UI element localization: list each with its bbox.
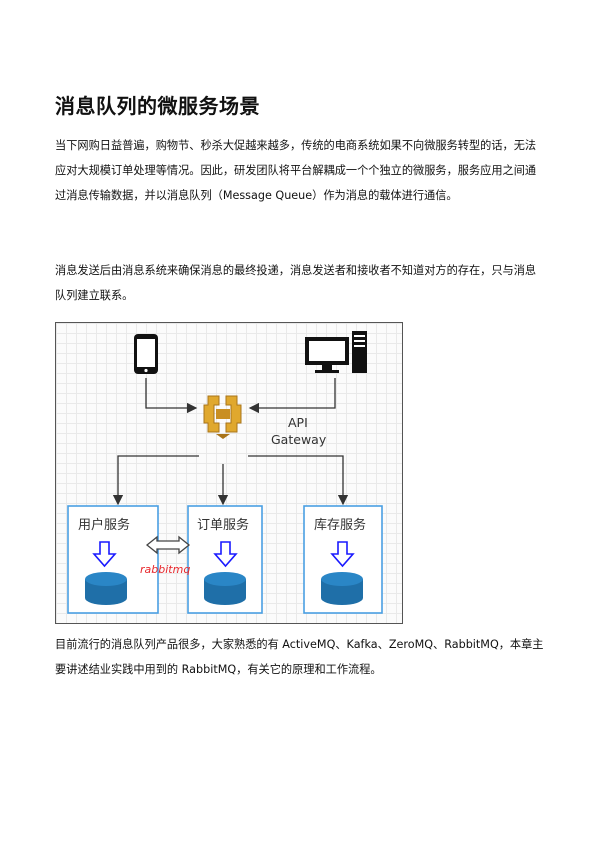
delivery-paragraph: 消息发送后由消息系统来确保消息的最终投递，消息发送者和接收者不知道对方的存在，只…: [55, 264, 537, 302]
gateway-to-inventory-arrow: [248, 455, 349, 506]
double-arrow-icon: [145, 535, 191, 555]
inventory-database-icon: [321, 572, 363, 605]
desktop-computer-icon: [305, 331, 367, 373]
order-database-icon: [204, 572, 246, 605]
gateway-label-line1: API: [288, 415, 308, 430]
page-title: 消息队列的微服务场景: [55, 94, 260, 118]
phone-to-gateway-arrow: [145, 378, 198, 414]
api-gateway-icon: [203, 395, 242, 439]
microservice-diagram: API Gateway 用户服务 订单服务 库存服务: [55, 322, 403, 624]
service-order-label: 订单服务: [197, 517, 249, 533]
inventory-down-arrow-icon: [330, 541, 355, 568]
service-user-label: 用户服务: [78, 517, 130, 533]
smartphone-icon: [134, 334, 158, 374]
gateway-to-user-arrow: [112, 455, 199, 506]
desktop-to-gateway-arrow: [248, 378, 336, 414]
rabbitmq-label: rabbitmq: [140, 563, 190, 576]
user-database-icon: [85, 572, 127, 605]
order-down-arrow-icon: [213, 541, 238, 568]
gateway-label-line2: Gateway: [271, 432, 327, 447]
intro-paragraph: 当下网购日益普遍，购物节、秒杀大促越来越多，传统的电商系统如果不向微服务转型的话…: [55, 139, 537, 202]
diagram-canvas: API Gateway 用户服务 订单服务 库存服务: [67, 331, 383, 614]
service-inventory-label: 库存服务: [314, 517, 366, 533]
service-user: 用户服务: [67, 505, 159, 614]
user-down-arrow-icon: [92, 541, 117, 568]
products-paragraph: 目前流行的消息队列产品很多，大家熟悉的有 ActiveMQ、Kafka、Zero…: [55, 638, 544, 676]
